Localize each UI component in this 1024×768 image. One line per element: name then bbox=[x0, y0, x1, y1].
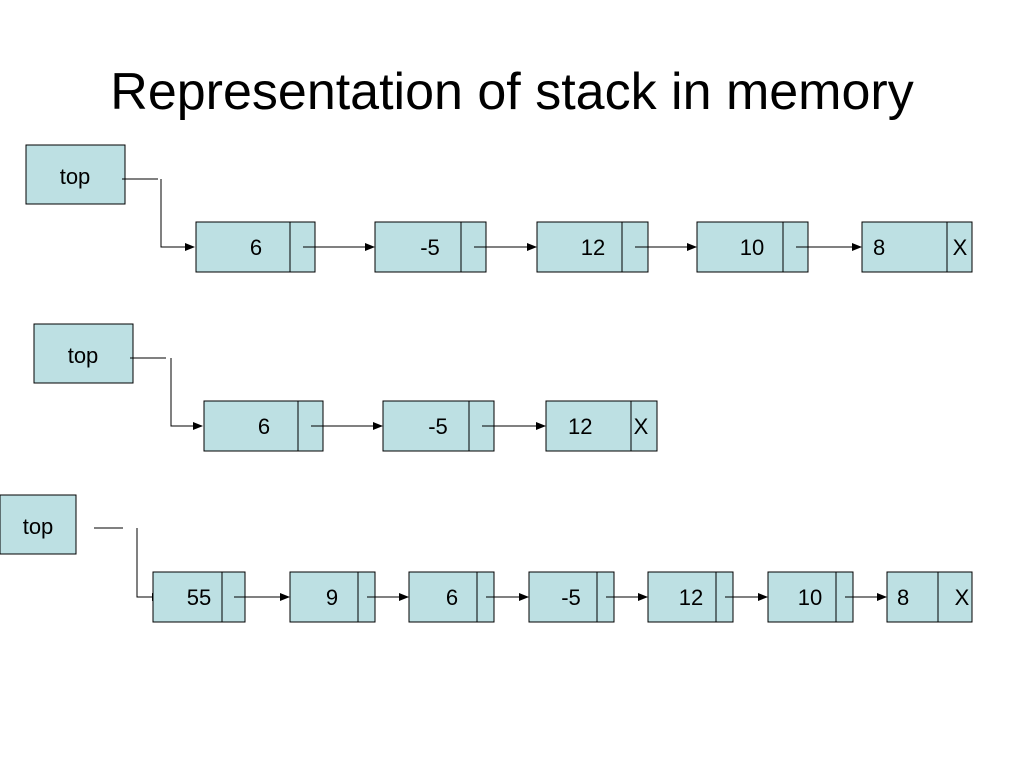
node-box bbox=[861, 221, 973, 273]
node-box bbox=[289, 571, 376, 623]
node: -5 bbox=[374, 221, 487, 273]
node-value: 6 bbox=[446, 585, 458, 610]
node-box bbox=[647, 571, 734, 623]
node: -5 bbox=[528, 571, 615, 623]
node-box bbox=[408, 571, 495, 623]
node-value: 6 bbox=[250, 235, 262, 260]
node: 6 bbox=[195, 221, 316, 273]
node-box bbox=[203, 400, 324, 452]
node-value: -5 bbox=[561, 585, 581, 610]
node-box bbox=[528, 571, 615, 623]
null-marker: X bbox=[634, 414, 649, 439]
null-marker: X bbox=[953, 235, 968, 260]
node-value: 12 bbox=[581, 235, 605, 260]
node: 9 bbox=[289, 571, 376, 623]
node-value: 10 bbox=[740, 235, 764, 260]
node: 10 bbox=[767, 571, 854, 623]
top-pointer-label: top bbox=[60, 164, 91, 189]
null-marker: X bbox=[955, 585, 970, 610]
stack-2: top 6 -5 12 X bbox=[33, 323, 658, 452]
node-value: 12 bbox=[568, 414, 592, 439]
node-value: 55 bbox=[187, 585, 211, 610]
node: -5 bbox=[382, 400, 495, 452]
node-value: 8 bbox=[873, 235, 885, 260]
top-pointer-box bbox=[33, 323, 134, 384]
node: 12 bbox=[647, 571, 734, 623]
node-box bbox=[152, 571, 246, 623]
top-pointer-label: top bbox=[23, 514, 54, 539]
node-box bbox=[886, 571, 973, 623]
node-box bbox=[767, 571, 854, 623]
top-pointer-label: top bbox=[68, 343, 99, 368]
node-last: 12 X bbox=[545, 400, 658, 452]
node: 12 bbox=[536, 221, 649, 273]
node-value: -5 bbox=[420, 235, 440, 260]
slide-title: Representation of stack in memory bbox=[110, 63, 914, 121]
node-box bbox=[195, 221, 316, 273]
node: 6 bbox=[408, 571, 495, 623]
node-box bbox=[696, 221, 809, 273]
node-value: 9 bbox=[326, 585, 338, 610]
top-pointer-arrow bbox=[170, 358, 203, 430]
node-value: 10 bbox=[798, 585, 822, 610]
node-value: -5 bbox=[428, 414, 448, 439]
node-value: 6 bbox=[258, 414, 270, 439]
node-box bbox=[545, 400, 658, 452]
node: 6 bbox=[203, 400, 324, 452]
top-pointer-arrow bbox=[160, 179, 195, 251]
node-value: 12 bbox=[679, 585, 703, 610]
node: 55 bbox=[152, 571, 246, 623]
node: 10 bbox=[696, 221, 809, 273]
top-pointer-box bbox=[25, 144, 126, 205]
node-box bbox=[382, 400, 495, 452]
node-value: 8 bbox=[897, 585, 909, 610]
top-pointer-box bbox=[0, 494, 77, 555]
